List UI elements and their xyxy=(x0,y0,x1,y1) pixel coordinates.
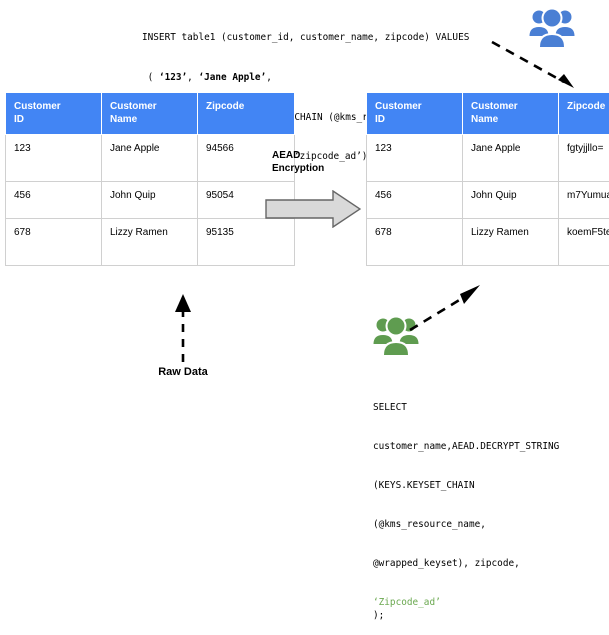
cell-customer-id: 456 xyxy=(6,182,102,219)
select-line-6-terminator: ); xyxy=(373,609,559,622)
aead-encryption-label: AEAD Encryption xyxy=(272,150,324,175)
table-row: 456 John Quip m7Yumuawqry xyxy=(367,182,609,219)
block-arrow-right-icon xyxy=(265,190,361,228)
insert-line-2-mid: , xyxy=(187,72,198,83)
select-value-zipcode-ad: ‘Zipcode_ad’ xyxy=(373,596,559,609)
raw-data-label: Raw Data xyxy=(128,366,238,378)
cell-customer-name: Lizzy Ramen xyxy=(102,219,198,266)
cell-zipcode: m7Yumuawqry xyxy=(559,182,609,219)
cell-customer-name: John Quip xyxy=(463,182,559,219)
insert-value-customer-id: ‘123’ xyxy=(159,72,187,83)
select-line-3: (KEYS.KEYSET_CHAIN xyxy=(373,479,559,492)
table-row: 456 John Quip 95054 xyxy=(6,182,295,219)
cell-customer-id: 123 xyxy=(367,135,463,182)
table-row: 123 Jane Apple 94566 xyxy=(6,135,295,182)
column-header-zipcode: Zipcode xyxy=(559,93,609,135)
cell-customer-name: Jane Apple xyxy=(463,135,559,182)
insert-line-2: ( ‘123’, ‘Jane Apple’, xyxy=(142,71,469,84)
insert-line-1: INSERT table1 (customer_id, customer_nam… xyxy=(142,31,469,44)
cell-customer-name: Lizzy Ramen xyxy=(463,219,559,266)
select-line-1: SELECT xyxy=(373,401,559,414)
cell-customer-id: 123 xyxy=(6,135,102,182)
cell-zipcode: koemF5ter= xyxy=(559,219,609,266)
cell-customer-name: John Quip xyxy=(102,182,198,219)
insert-line-2-suffix: , xyxy=(266,72,272,83)
select-line-6: ‘Zipcode_ad’); xyxy=(373,596,559,622)
cell-customer-id: 678 xyxy=(6,219,102,266)
insert-value-customer-name: ‘Jane Apple’ xyxy=(198,72,266,83)
select-line-2: customer_name,AEAD.DECRYPT_STRING xyxy=(373,440,559,453)
select-line-5: @wrapped_keyset), zipcode, xyxy=(373,557,559,570)
select-statement-code: SELECT customer_name,AEAD.DECRYPT_STRING… xyxy=(373,375,559,635)
cell-customer-id: 456 xyxy=(367,182,463,219)
dashed-arrow-up-right-icon xyxy=(408,282,518,334)
insert-line-2-prefix: ( xyxy=(142,72,159,83)
table-row: 123 Jane Apple fgtyjjllo= xyxy=(367,135,609,182)
column-header-zipcode: Zipcode xyxy=(198,93,295,135)
table-row: 678 Lizzy Ramen 95135 xyxy=(6,219,295,266)
cell-zipcode: fgtyjjllo= xyxy=(559,135,609,182)
dashed-arrow-up-icon xyxy=(160,292,206,364)
cell-customer-id: 678 xyxy=(367,219,463,266)
table-row: 678 Lizzy Ramen koemF5ter= xyxy=(367,219,609,266)
select-line-4: (@kms_resource_name, xyxy=(373,518,559,531)
dashed-arrow-down-right-icon xyxy=(490,40,600,92)
cell-customer-name: Jane Apple xyxy=(102,135,198,182)
